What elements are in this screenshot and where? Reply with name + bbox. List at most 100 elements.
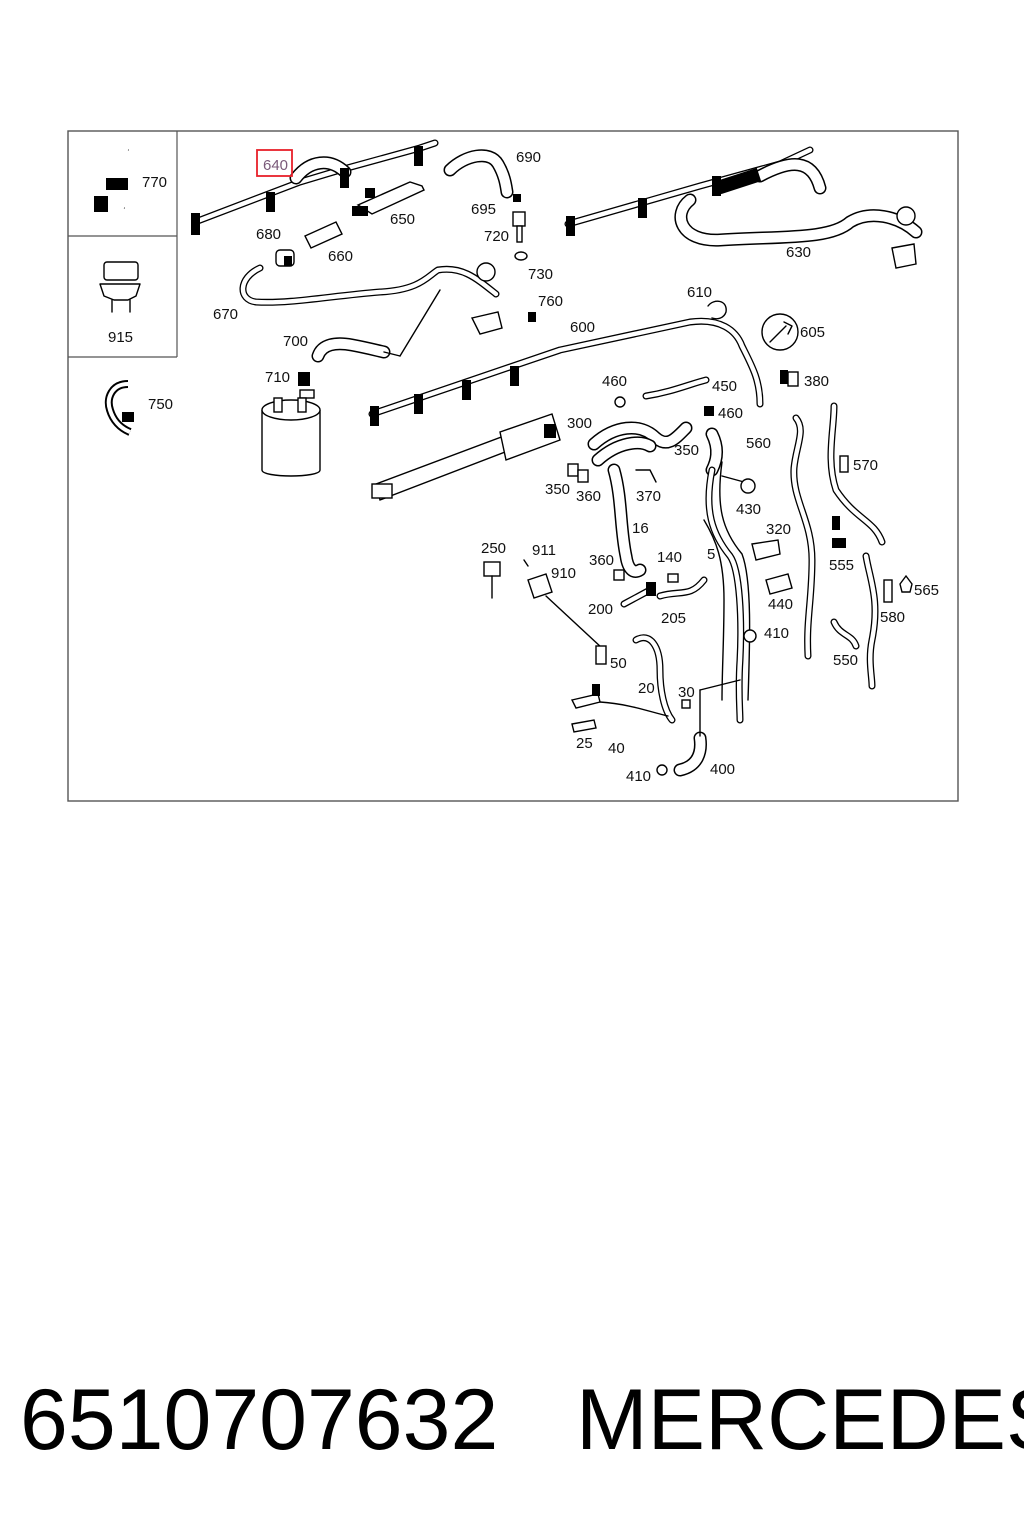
label-600: 600 <box>570 319 595 336</box>
hose-570 <box>827 402 886 546</box>
label-350-right: 350 <box>674 442 699 459</box>
label-610: 610 <box>687 284 712 301</box>
fuel-line-600 <box>368 317 764 426</box>
label-565: 565 <box>914 582 939 599</box>
common-rail <box>371 413 561 501</box>
small-parts-350-370 <box>567 463 657 581</box>
diagram-frame <box>67 130 959 802</box>
sleeve-660 <box>304 221 343 249</box>
label-205: 205 <box>661 610 686 627</box>
wrench-605-icon <box>761 313 799 351</box>
hose-560 <box>790 414 816 660</box>
sensor-910 <box>523 559 607 665</box>
part-number: 6510707632 <box>20 1372 499 1468</box>
clamp-610 <box>707 300 727 320</box>
label-690: 690 <box>516 149 541 166</box>
clip-750-icon <box>104 380 134 436</box>
label-555: 555 <box>829 557 854 574</box>
hose-400 <box>656 679 741 777</box>
brand-name: MERCEDES <box>576 1372 1024 1468</box>
label-450: 450 <box>712 378 737 395</box>
hose-350 <box>705 427 724 477</box>
label-5: 5 <box>707 546 715 563</box>
label-320: 320 <box>766 521 791 538</box>
return-line-630 <box>564 146 923 269</box>
bolt-250 <box>483 561 501 599</box>
hose-670 <box>239 264 500 306</box>
label-695: 695 <box>471 201 496 218</box>
label-680: 680 <box>256 226 281 243</box>
label-580: 580 <box>880 609 905 626</box>
label-400: 400 <box>710 761 735 778</box>
bracket-760 <box>470 262 536 335</box>
label-650: 650 <box>390 211 415 228</box>
nut-410 <box>743 629 757 643</box>
callout-labels: 770 915 750 640 690 650 680 660 695 720 … <box>108 149 939 785</box>
clip-380 <box>780 370 799 387</box>
label-40: 40 <box>608 740 625 757</box>
footer: 6510707632 MERCEDES <box>0 1360 1024 1480</box>
pipe-5 <box>703 461 751 724</box>
label-360-lower: 360 <box>589 552 614 569</box>
hose-690 <box>443 149 514 199</box>
label-660: 660 <box>328 248 353 265</box>
bolt-430 <box>721 475 756 494</box>
label-770: 770 <box>142 174 167 191</box>
label-630: 630 <box>786 244 811 261</box>
hose-550-580 <box>830 552 913 690</box>
hose-200 <box>620 573 708 608</box>
label-360-upper: 360 <box>576 488 601 505</box>
label-16: 16 <box>632 520 649 537</box>
hose-20 <box>599 634 676 724</box>
highlight-box-640 <box>256 149 293 177</box>
label-300: 300 <box>567 415 592 432</box>
fitting-695-720-730 <box>512 194 528 261</box>
label-430: 430 <box>736 501 761 518</box>
label-605: 605 <box>800 324 825 341</box>
label-370: 370 <box>636 488 661 505</box>
label-410-bottom: 410 <box>626 768 651 785</box>
label-20: 20 <box>638 680 655 697</box>
hose-300 <box>587 421 693 467</box>
label-460-lower: 460 <box>718 405 743 422</box>
label-440: 440 <box>768 596 793 613</box>
label-25: 25 <box>576 735 593 752</box>
clip-555 <box>832 516 846 548</box>
label-910: 910 <box>551 565 576 582</box>
label-570: 570 <box>853 457 878 474</box>
clamp-320 <box>751 539 781 561</box>
clamp-680 <box>275 249 295 267</box>
brackets-25-40 <box>570 684 691 733</box>
hose-450 <box>614 376 714 416</box>
label-30: 30 <box>678 684 695 701</box>
label-710: 710 <box>265 369 290 386</box>
label-200: 200 <box>588 601 613 618</box>
label-720: 720 <box>484 228 509 245</box>
connector-710 <box>298 372 315 399</box>
inset-panel <box>68 131 178 358</box>
label-140: 140 <box>657 549 682 566</box>
valve-650 <box>352 181 425 216</box>
hose-16 <box>607 463 647 578</box>
label-560: 560 <box>746 435 771 452</box>
label-640-highlighted: 640 <box>263 157 288 174</box>
label-915: 915 <box>108 329 133 346</box>
fuel-filter <box>261 397 321 477</box>
label-670: 670 <box>213 306 238 323</box>
label-911: 911 <box>532 542 556 559</box>
label-730: 730 <box>528 266 553 283</box>
label-460-upper: 460 <box>602 373 627 390</box>
return-line-640 <box>191 139 439 235</box>
hose-700 <box>311 289 441 363</box>
label-700: 700 <box>283 333 308 350</box>
label-550: 550 <box>833 652 858 669</box>
label-50: 50 <box>610 655 627 672</box>
label-750: 750 <box>148 396 173 413</box>
label-350-left: 350 <box>545 481 570 498</box>
bolt-440 <box>765 573 793 595</box>
label-410-right: 410 <box>764 625 789 642</box>
label-250: 250 <box>481 540 506 557</box>
label-760: 760 <box>538 293 563 310</box>
label-380: 380 <box>804 373 829 390</box>
clip-770-icon <box>94 148 129 212</box>
